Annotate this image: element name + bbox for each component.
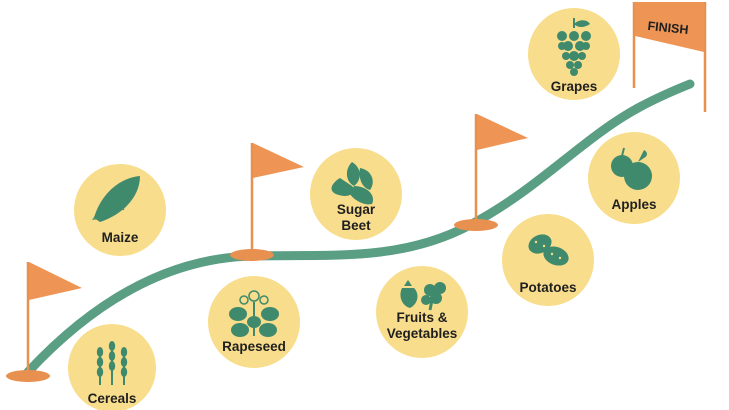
node-label-apples: Apples [611,197,656,212]
wheat-icon [96,341,128,385]
road-path [23,79,695,377]
node-label-grapes: Grapes [551,79,598,94]
node-label-potatoes: Potatoes [519,280,576,295]
node-label-fruits-vegetables-2: Vegetables [387,326,458,341]
rapeseed-plant-icon [229,290,279,337]
node-fruits-vegetables: Fruits & Vegetables [376,266,468,358]
node-label-sugar-beet-1: Sugar [337,202,376,217]
node-label-maize: Maize [102,230,139,245]
node-maize: Maize [74,164,166,256]
start-flag [6,262,82,382]
node-label-cereals: Cereals [88,391,137,406]
node-grapes: Grapes [528,8,620,100]
node-potatoes: Potatoes [502,214,594,306]
grapes-icon [557,18,591,76]
node-label-rapeseed: Rapeseed [222,339,286,354]
apple-icon [611,147,652,190]
node-rapeseed: Rapeseed [208,276,300,368]
node-label-sugar-beet-2: Beet [341,218,371,233]
node-label-fruits-vegetables-1: Fruits & [396,310,447,325]
finish-flag: FINISH [632,2,707,112]
potato-icon [528,234,569,266]
node-apples: Apples [588,132,680,224]
node-cereals: Cereals [68,324,156,410]
milestone-flag-2 [454,114,528,231]
milestone-flag-1 [230,143,304,261]
node-sugar-beet: Sugar Beet [310,148,402,240]
sugar-beet-icon [331,162,374,205]
strawberry-broccoli-icon [400,280,446,311]
corn-icon [92,176,140,222]
finish-label: FINISH [647,19,689,37]
